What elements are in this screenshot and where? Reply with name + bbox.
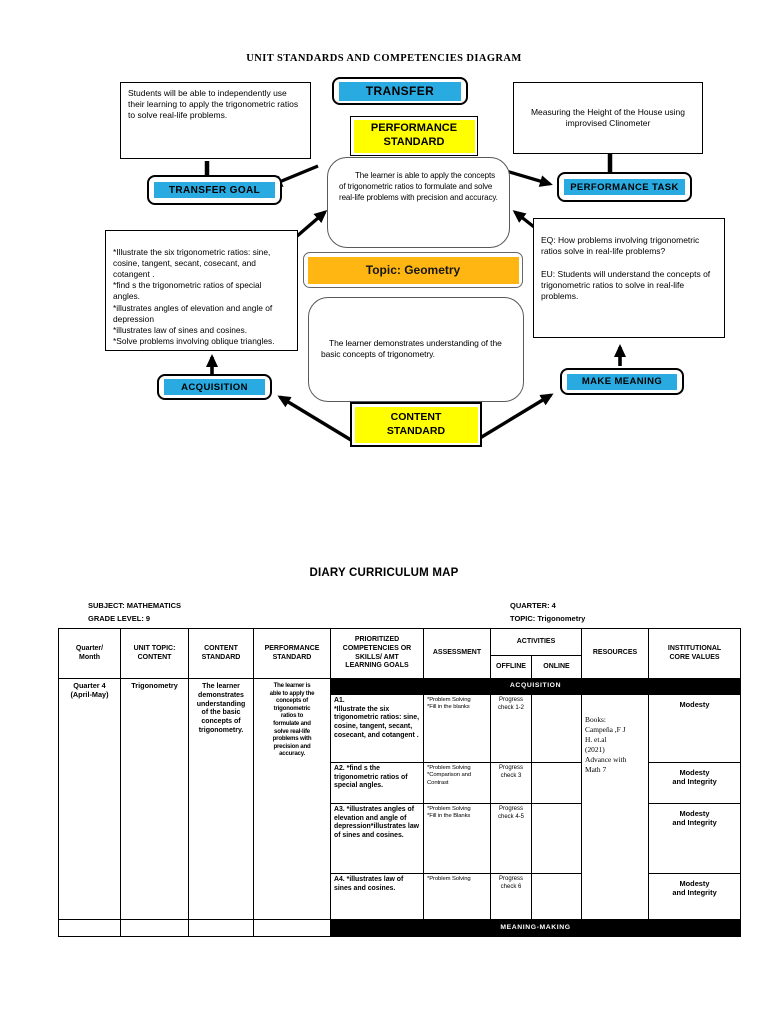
performance-standard-box: PERFORMANCE STANDARD: [350, 116, 478, 156]
cell-core-values-a1: Modesty: [648, 694, 742, 763]
cell-empty: [188, 919, 254, 937]
col-header-core-values: INSTITUTIONAL CORE VALUES: [648, 628, 742, 679]
col-header-unit-topic: UNIT TOPIC: CONTENT: [120, 628, 189, 679]
cell-online-a4: [530, 873, 583, 920]
cell-core-values-a3: Modesty and Integrity: [648, 803, 742, 874]
cell-goal-a3: A3. *illustrates angles of elevation and…: [330, 803, 424, 874]
cell-offline-a1: Progress check 1-2: [490, 694, 532, 763]
performance-task-badge-label: PERFORMANCE TASK: [564, 179, 685, 195]
topic-label: Topic: Geometry: [307, 256, 519, 284]
cell-online-a1: [530, 694, 583, 763]
col-header-online: ONLINE: [530, 655, 583, 679]
cell-unit-topic: Trigonometry: [120, 678, 189, 920]
cell-assessment-a2: *Problem Solving *Comparison and Contras…: [423, 762, 491, 804]
transfer-goal-badge-label: TRANSFER GOAL: [154, 182, 275, 198]
meta-topic: TOPIC: Trigonometry: [510, 614, 586, 623]
col-header-content-standard: CONTENT STANDARD: [188, 628, 254, 679]
table-row: A3. *illustrates angles of elevation and…: [59, 803, 742, 874]
diagram-title: UNIT STANDARDS AND COMPETENCIES DIAGRAM: [246, 53, 522, 64]
transfer-badge: TRANSFER: [332, 77, 468, 105]
performance-standard-statement-text: The learner is able to apply the concept…: [339, 171, 498, 202]
col-header-assessment: ASSESSMENT: [423, 628, 491, 679]
make-meaning-badge: MAKE MEANING: [560, 368, 684, 395]
arrow-content-to-make-meaning: [479, 393, 554, 440]
eq-eu-box: EQ: How problems involving trigonometric…: [533, 218, 725, 338]
performance-task-description-text: Measuring the Height of the House using …: [530, 106, 686, 128]
meaning-making-band: MEANING-MAKING: [329, 919, 742, 937]
cell-assessment-a3: *Problem Solving *Fill in the Blanks: [423, 803, 491, 874]
cell-goal-a1: A1. *Illustrate the six trigonometric ra…: [330, 694, 424, 763]
acquisition-badge: ACQUISITION: [157, 374, 272, 400]
col-header-quarter-month: Quarter/ Month: [58, 628, 121, 679]
eq-eu-text: EQ: How problems involving trigonometric…: [541, 235, 711, 302]
arrow-acquisitionbox-to-center: [294, 210, 328, 239]
cell-empty: [58, 919, 121, 937]
col-header-learning-goals: PRIORITIZED COMPETENCIES OR SKILLS/ AMT …: [330, 628, 424, 679]
performance-task-description-box: Measuring the Height of the House using …: [513, 82, 703, 154]
content-standard-label: CONTENT STANDARD: [354, 406, 478, 443]
cell-quarter: Quarter 4 (April-May): [58, 678, 121, 920]
transfer-goal-description-box: Students will be able to independently u…: [120, 82, 311, 159]
curriculum-map-title: DIARY CURRICULUM MAP: [309, 567, 459, 579]
transfer-goal-description-text: Students will be able to independently u…: [128, 88, 299, 121]
arrow-to-performance-task: [505, 169, 553, 187]
cell-online-a2: [530, 762, 583, 804]
performance-task-badge: PERFORMANCE TASK: [557, 172, 692, 202]
transfer-goal-badge: TRANSFER GOAL: [147, 175, 282, 205]
arrow-content-to-acquisition: [277, 395, 352, 442]
cell-online-a3: [530, 803, 583, 874]
cell-offline-a2: Progress check 3: [490, 762, 532, 804]
acquisition-band: ACQUISITION: [329, 678, 742, 695]
cell-assessment-a1: *Problem Solving *Fill in the blanks: [423, 694, 491, 763]
cell-offline-a3: Progress check 4-5: [490, 803, 532, 874]
topic-box: Topic: Geometry: [303, 252, 523, 288]
acquisition-competencies-box: *Illustrate the six trigonometric ratios…: [105, 230, 298, 351]
meta-grade-level: GRADE LEVEL: 9: [88, 614, 151, 623]
cell-performance-standard: The learner is able to apply the concept…: [253, 678, 331, 920]
meta-subject: SUBJECT: MATHEMATICS: [88, 601, 182, 610]
cell-goal-a4: A4. *illustrates law of sines and cosine…: [330, 873, 424, 920]
performance-standard-label: PERFORMANCE STANDARD: [353, 119, 475, 153]
meta-quarter: QUARTER: 4: [510, 601, 556, 610]
col-header-resources: RESOURCES: [581, 628, 650, 679]
col-header-performance-standard: PERFORMANCE STANDARD: [253, 628, 331, 679]
cell-offline-a4: Progress check 6: [490, 873, 532, 920]
cell-empty: [253, 919, 331, 937]
acquisition-badge-label: ACQUISITION: [164, 379, 265, 395]
cell-core-values-a2: Modesty and Integrity: [648, 762, 742, 804]
content-standard-statement-box: The learner demonstrates understanding o…: [308, 297, 524, 402]
cell-empty: [120, 919, 189, 937]
cell-content-standard: The learner demonstrates understanding o…: [188, 678, 254, 920]
cell-core-values-a4: Modesty and Integrity: [648, 873, 742, 920]
performance-standard-statement-box: The learner is able to apply the concept…: [327, 157, 510, 248]
cell-assessment-a4: *Problem Solving: [423, 873, 491, 920]
table-row: A1. *Illustrate the six trigonometric ra…: [59, 694, 742, 920]
col-header-offline: OFFLINE: [490, 655, 532, 679]
content-standard-box: CONTENT STANDARD: [350, 402, 482, 447]
cell-resources: Books: Campeña ,F J H. et.al (2021) Adva…: [581, 694, 650, 920]
content-standard-statement-text: The learner demonstrates understanding o…: [321, 338, 502, 360]
transfer-badge-label: TRANSFER: [339, 81, 461, 101]
cell-goal-a2: A2. *find s the trigonometric ratios of …: [330, 762, 424, 804]
col-header-activities: ACTIVITIES: [489, 628, 583, 656]
curriculum-map-table: Quarter/ Month UNIT TOPIC: CONTENT CONTE…: [58, 628, 742, 937]
acquisition-competencies-text: *Illustrate the six trigonometric ratios…: [113, 247, 275, 346]
table-row: A2. *find s the trigonometric ratios of …: [59, 762, 742, 804]
make-meaning-badge-label: MAKE MEANING: [567, 373, 677, 390]
